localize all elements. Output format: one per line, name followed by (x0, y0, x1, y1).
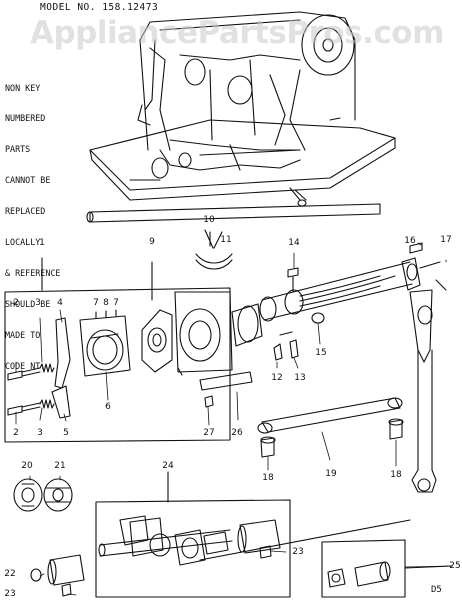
note-line: NUMBERED (5, 113, 46, 124)
watermark-text: AppliancePartsPros.com (30, 15, 444, 51)
callout-9: 9 (149, 237, 155, 247)
bar-and-screw (199, 371, 253, 408)
callout-13: 13 (294, 373, 306, 383)
callout-7-right: 7 (113, 298, 119, 308)
callout-26: 26 (231, 428, 243, 438)
callout-19: 19 (325, 469, 337, 479)
callout-25: 25 (449, 561, 461, 571)
callout-18-right: 18 (390, 470, 402, 480)
bracket-box-25 (199, 519, 453, 598)
note-line: PARTS (5, 144, 31, 155)
callout-10: 10 (203, 215, 215, 225)
page-code: D5 (431, 585, 442, 595)
note-line: SHOULD BE (5, 298, 51, 309)
leader-lines (15, 242, 453, 596)
link-bar (257, 397, 404, 458)
callout-2-top: 2 (13, 298, 19, 308)
callout-1: 1 (39, 238, 45, 248)
callout-4: 4 (57, 298, 63, 308)
shuttle-housing-group (141, 229, 233, 376)
callout-12: 12 (271, 373, 283, 383)
note-line: REPLACED (5, 206, 46, 217)
bobbins (13, 478, 73, 512)
model-number-label: MODEL NO. 158.12473 (40, 2, 159, 13)
callout-7-left: 7 (93, 298, 99, 308)
callout-23-right: 23 (292, 547, 304, 557)
left-bracket-group (4, 257, 231, 443)
callout-20: 20 (21, 461, 33, 471)
note-line: MADE TO (5, 329, 41, 340)
callout-23-left: 23 (4, 589, 16, 599)
callout-22: 22 (4, 569, 16, 579)
callout-18-left: 18 (262, 473, 274, 483)
callout-16: 16 (404, 236, 416, 246)
note-line: CODE NT. (5, 360, 46, 371)
callout-24: 24 (162, 461, 174, 471)
callout-3-bottom: 3 (37, 428, 43, 438)
machine-head-illustration (86, 11, 396, 223)
callout-6: 6 (105, 402, 111, 412)
callout-21: 21 (54, 461, 66, 471)
note-line: LOCALLY (5, 237, 41, 248)
main-shaft (231, 242, 447, 493)
note-line: CANNOT BE (5, 175, 51, 186)
replacement-note: NON KEY NUMBERED PARTS CANNOT BE REPLACE… (5, 62, 60, 392)
callout-17: 17 (440, 235, 452, 245)
callout-3-top: 3 (35, 298, 41, 308)
callout-5: 5 (63, 428, 69, 438)
callout-11: 11 (220, 235, 232, 245)
note-line: & REFERENCE (5, 267, 61, 278)
lower-shaft-group (30, 471, 291, 598)
callout-14: 14 (288, 238, 300, 248)
callout-27: 27 (203, 428, 215, 438)
note-line: NON KEY (5, 82, 41, 93)
callout-15: 15 (315, 348, 327, 358)
callout-8: 8 (103, 298, 109, 308)
callout-2-bottom: 2 (13, 428, 19, 438)
